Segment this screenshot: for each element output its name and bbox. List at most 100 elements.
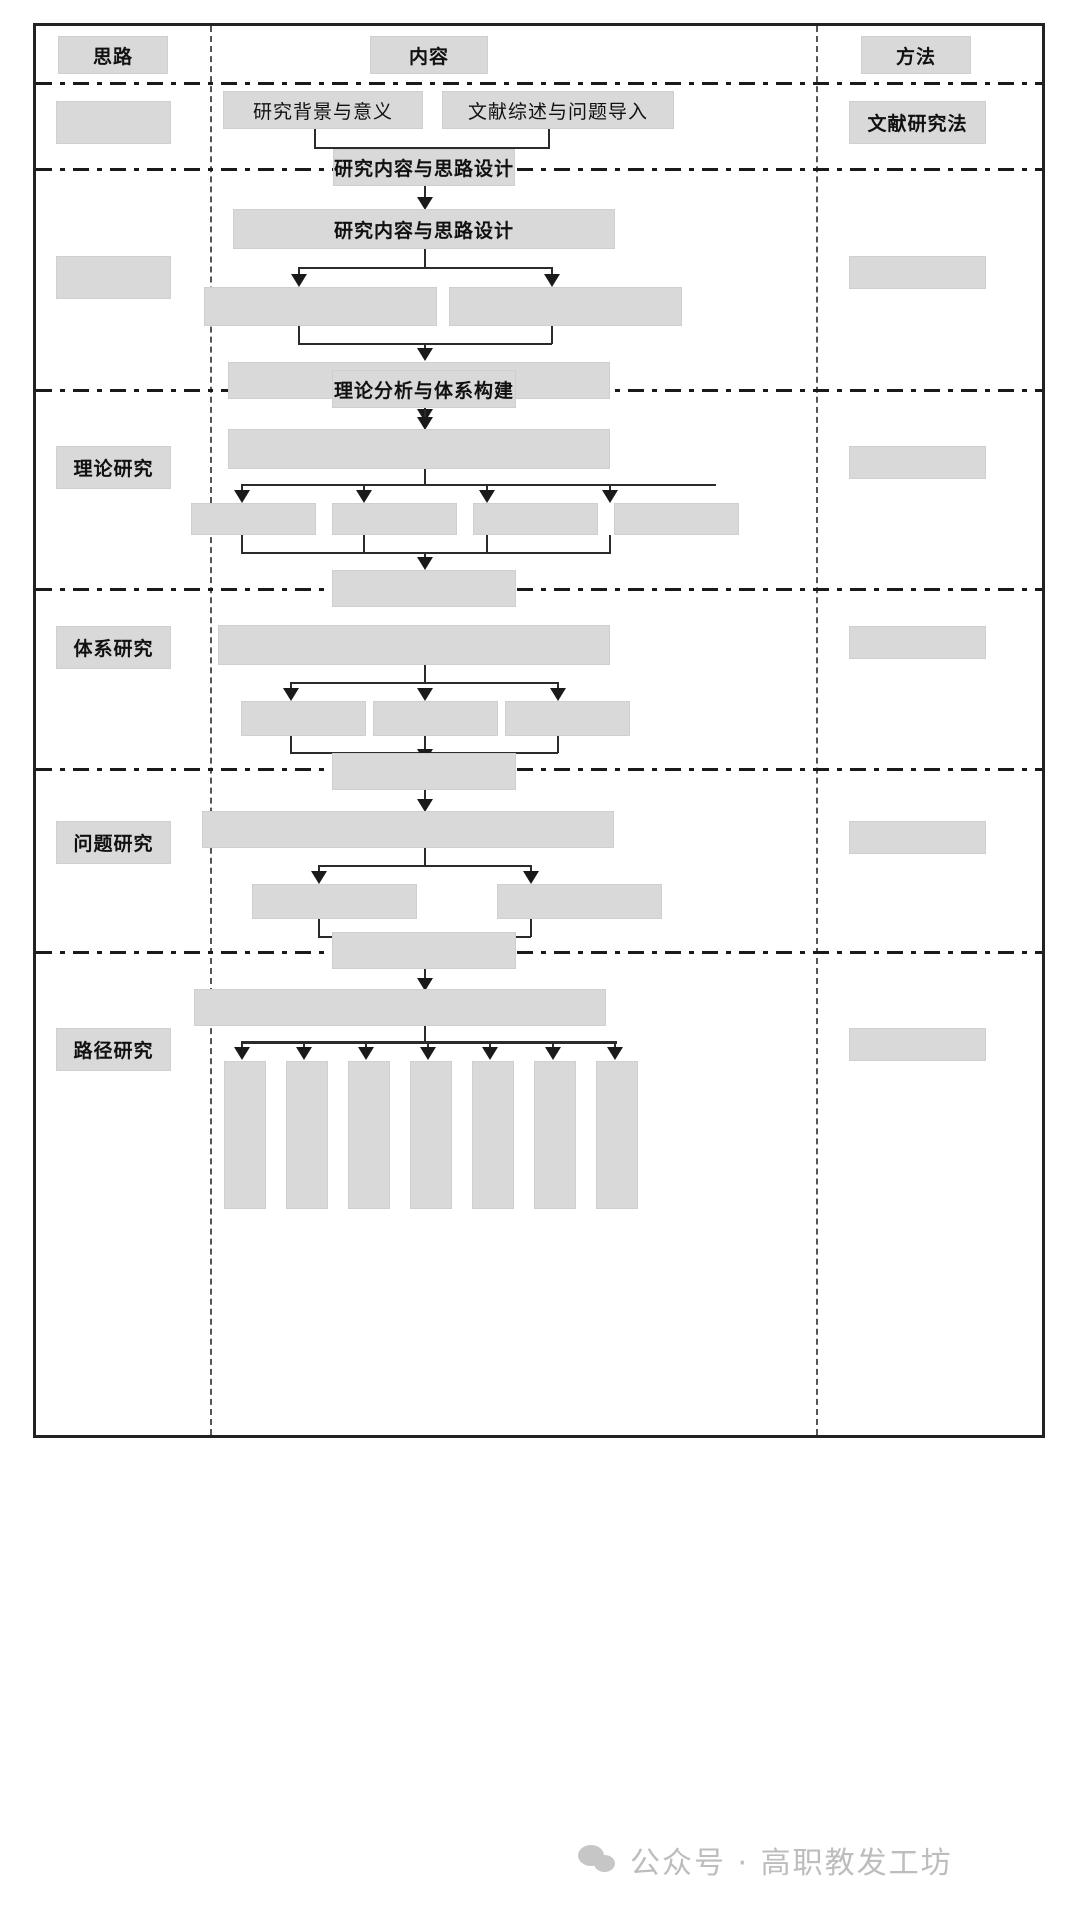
band-divider-5: [36, 768, 1042, 771]
band-divider-2: [36, 168, 1042, 171]
stage-label-system: 体系研究: [56, 626, 171, 669]
node-path-wide: [194, 989, 606, 1026]
stage-label-2: [56, 256, 171, 299]
connector: [241, 535, 243, 553]
connector: [486, 535, 488, 553]
arrowhead: [545, 1047, 561, 1060]
node-system-wide: [218, 625, 610, 665]
node-design-wide: 研究内容与思路设计: [233, 209, 615, 249]
node-path-4: [410, 1061, 452, 1209]
arrowhead: [479, 490, 495, 503]
connector: [318, 919, 320, 937]
column-divider-left: [210, 26, 212, 1435]
arrowhead: [356, 490, 372, 503]
method-label-5: [849, 821, 986, 854]
node-system-1: [241, 701, 366, 736]
arrowhead: [482, 1047, 498, 1060]
node-theory-2: [332, 503, 457, 535]
connector: [314, 129, 316, 148]
arrowhead: [358, 1047, 374, 1060]
watermark-text: 公众号 · 高职教发工坊: [630, 1846, 953, 1881]
connector: [290, 682, 558, 684]
band-divider-4: [36, 588, 1042, 591]
arrowhead: [417, 417, 433, 430]
stage-label-problem: 问题研究: [56, 821, 171, 864]
method-label-1: 文献研究法: [849, 101, 986, 144]
arrowhead: [234, 1047, 250, 1060]
connector: [424, 665, 426, 683]
column-header-idea: 思路: [58, 36, 168, 74]
method-label-6: [849, 1028, 986, 1061]
band-divider-6: [36, 951, 1042, 954]
column-header-content: 内容: [370, 36, 488, 74]
stage-label-1: [56, 101, 171, 144]
connector: [424, 1026, 426, 1042]
node-path-3: [348, 1061, 390, 1209]
node-theory-1: [191, 503, 316, 535]
node-problem-merge: [332, 932, 516, 969]
connector: [241, 1041, 617, 1044]
node-sub-a: [204, 287, 437, 326]
node-system-2: [373, 701, 498, 736]
arrowhead: [311, 871, 327, 884]
arrowhead: [234, 490, 250, 503]
node-theory-3: [473, 503, 598, 535]
node-design-band: 研究内容与思路设计: [333, 149, 515, 186]
connector: [609, 535, 611, 553]
node-theory-merge: [332, 570, 516, 607]
band-divider-1: [36, 82, 1042, 85]
node-theory-wide: [228, 429, 610, 469]
connector: [557, 736, 559, 753]
flowchart-frame: 思路 内容 方法 理论研究 体系研究 问题研究 路径研究 文献研究法 研究背景与…: [33, 23, 1045, 1438]
watermark: 公众号 · 高职教发工坊: [578, 1838, 953, 1882]
method-label-2: [849, 256, 986, 289]
node-sub-b: [449, 287, 682, 326]
node-path-6: [534, 1061, 576, 1209]
arrowhead: [417, 197, 433, 210]
arrowhead: [296, 1047, 312, 1060]
node-problem-1: [252, 884, 417, 919]
connector: [314, 147, 550, 149]
wechat-icon: [578, 1845, 618, 1875]
node-path-1: [224, 1061, 266, 1209]
node-literature-review: 文献综述与问题导入: [442, 91, 674, 129]
node-theory-band: 理论分析与体系构建: [332, 370, 516, 408]
arrowhead: [544, 274, 560, 287]
connector: [424, 848, 426, 866]
node-problem-wide: [202, 811, 614, 848]
node-path-5: [472, 1061, 514, 1209]
node-system-3: [505, 701, 630, 736]
connector: [318, 865, 531, 867]
connector: [548, 129, 550, 148]
node-problem-2: [497, 884, 662, 919]
arrowhead: [291, 274, 307, 287]
arrowhead: [602, 490, 618, 503]
connector: [298, 326, 300, 344]
stage-label-path: 路径研究: [56, 1028, 171, 1071]
connector: [530, 919, 532, 937]
arrowhead: [607, 1047, 623, 1060]
node-path-2: [286, 1061, 328, 1209]
connector: [290, 736, 292, 753]
arrowhead: [417, 978, 433, 991]
arrowhead: [283, 688, 299, 701]
connector: [551, 326, 553, 344]
arrowhead: [417, 799, 433, 812]
column-divider-right: [816, 26, 818, 1435]
method-label-4: [849, 626, 986, 659]
connector: [424, 736, 426, 758]
column-header-method: 方法: [861, 36, 971, 74]
connector: [241, 552, 611, 554]
node-theory-4: [614, 503, 739, 535]
node-path-7: [596, 1061, 638, 1209]
arrowhead: [550, 688, 566, 701]
stage-label-theory: 理论研究: [56, 446, 171, 489]
connector: [241, 484, 716, 486]
connector: [363, 535, 365, 553]
method-label-3: [849, 446, 986, 479]
arrowhead: [420, 1047, 436, 1060]
arrowhead: [523, 871, 539, 884]
arrowhead: [417, 557, 433, 570]
node-system-merge: [332, 753, 516, 790]
connector: [424, 249, 426, 268]
